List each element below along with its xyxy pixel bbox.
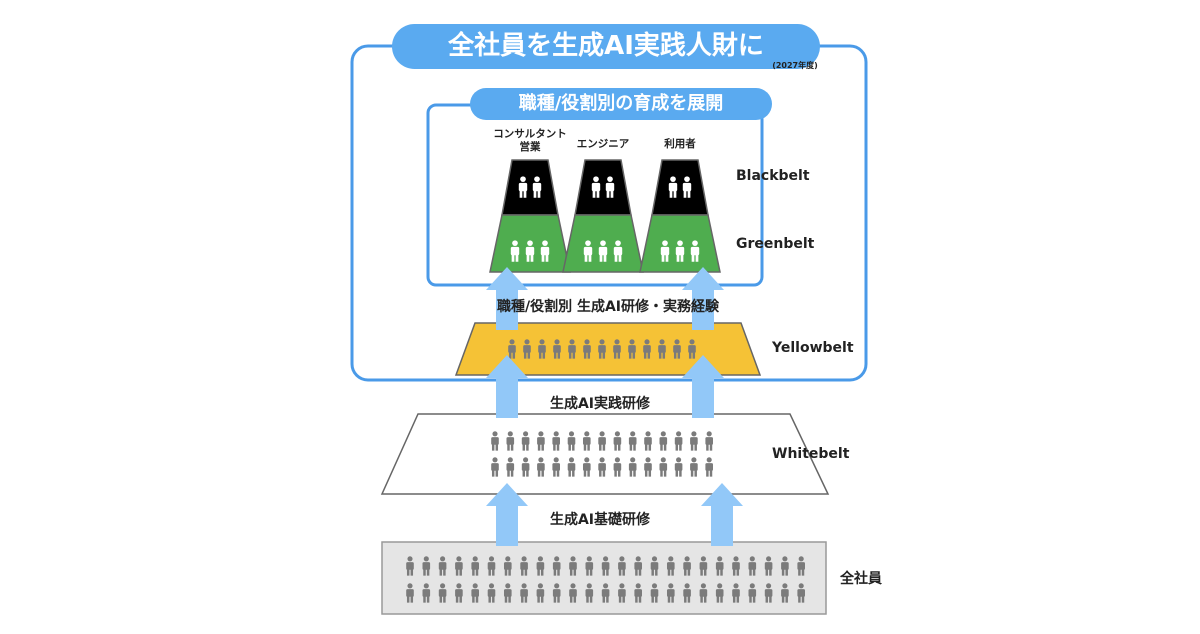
level-label-greenbelt: Greenbelt — [736, 236, 815, 252]
blackbelt-consultant — [501, 159, 559, 216]
whitebelt-band — [380, 413, 830, 495]
level-label-whitebelt: Whitebelt — [772, 446, 850, 462]
title-banner — [392, 24, 820, 69]
column-label-engineer: エンジニア — [576, 138, 630, 150]
column-label-user: 利用者 — [664, 138, 696, 150]
yellowbelt-band — [454, 322, 762, 376]
blackbelt-engineer — [574, 159, 632, 216]
all-staff-band — [381, 541, 827, 615]
blackbelt-user — [651, 159, 709, 216]
column-label-consultant: コンサルタント 営業 — [493, 128, 567, 153]
training-label-basic: 生成AI基礎研修 — [549, 512, 651, 528]
subtitle-banner — [470, 88, 772, 120]
training-label-role: 職種/役割別 生成AI研修・実務経験 — [496, 299, 720, 315]
training-label-practice: 生成AI実践研修 — [549, 396, 651, 412]
level-label-all-staff: 全社員 — [840, 571, 882, 587]
page-subtitle: 職種/役割別の育成を展開 — [518, 93, 724, 114]
title-year-note: (2027年度) — [772, 61, 818, 70]
page-title: 全社員を生成AI実践人財に — [448, 31, 764, 61]
level-label-yellowbelt: Yellowbelt — [772, 340, 854, 356]
level-label-blackbelt: Blackbelt — [736, 168, 810, 184]
